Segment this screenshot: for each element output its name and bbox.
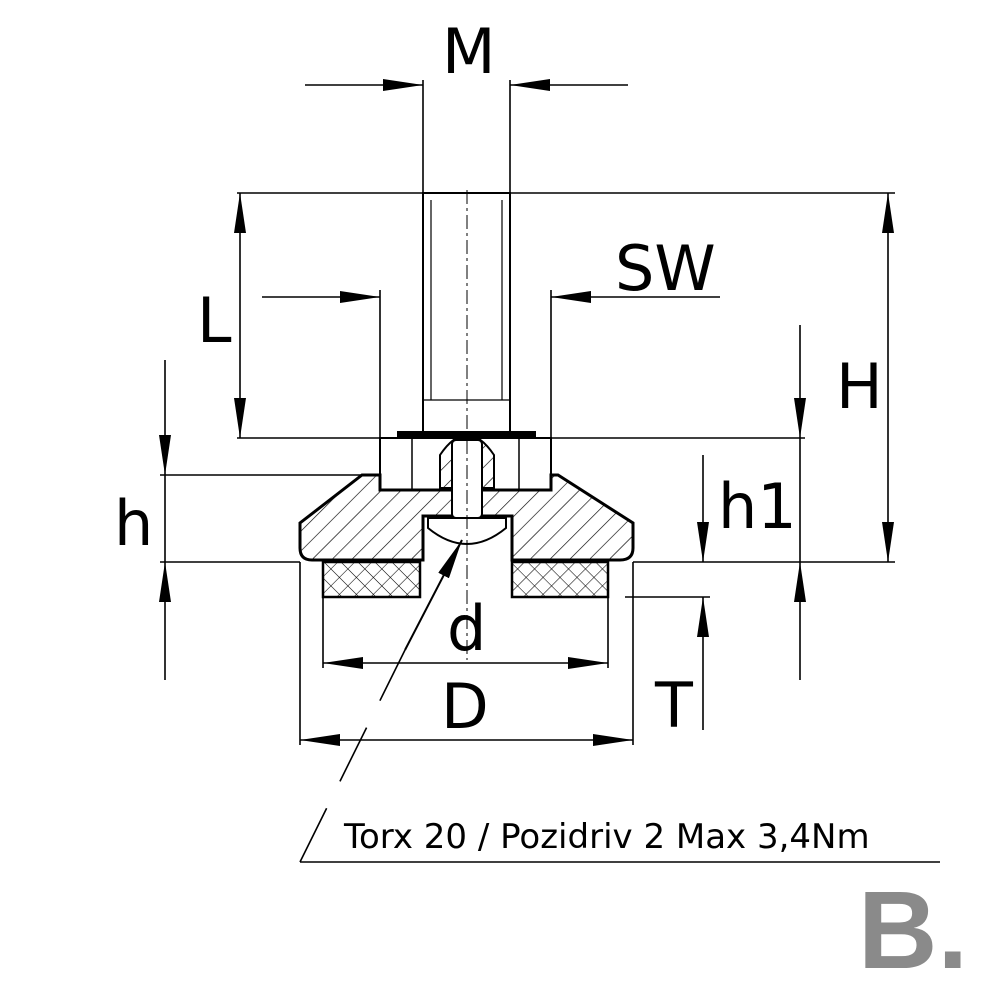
label-D: D [441,670,489,743]
screw-head [427,517,507,545]
label-d: d [447,592,486,665]
label-H: H [836,350,883,423]
base-body-section [298,473,635,562]
label-M: M [442,15,496,88]
label-h1: h1 [718,470,797,543]
anti-slip-pad-left [321,560,422,599]
label-h: h [114,487,153,560]
part-geometry [298,190,635,660]
torque-note: Torx 20 / Pozidriv 2 Max 3,4Nm [343,817,870,857]
label-L: L [197,284,232,357]
brand-logo: B. [858,869,968,992]
leader-line [299,649,406,863]
anti-slip-pad-right [510,560,610,599]
dimension-labels: M SW L H h h1 d D T Torx 20 / Pozidriv 2… [114,15,968,992]
label-SW: SW [615,232,716,305]
dimension-lines [159,79,940,863]
label-T: T [654,669,694,742]
